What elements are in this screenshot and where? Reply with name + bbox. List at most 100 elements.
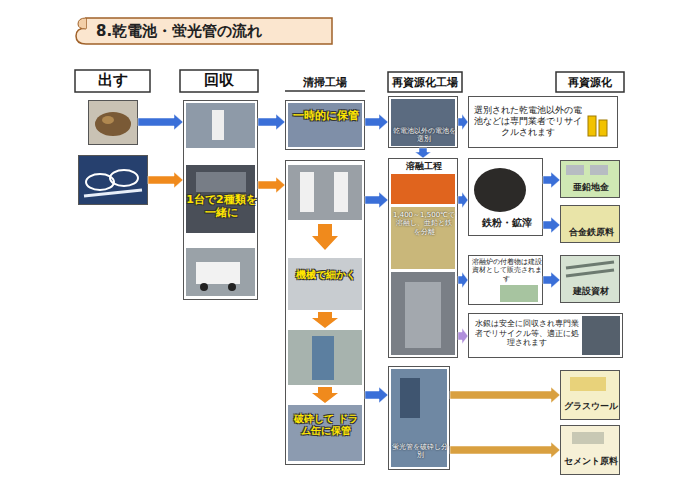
header-underline [285,90,365,92]
product-box: グラスウール [560,370,620,420]
header-box [388,72,462,92]
wheel [228,283,236,291]
photo [391,207,455,269]
flow-arrow [365,387,388,403]
product-box: 建設資材 [560,255,620,303]
photo [391,174,455,204]
flow-arrow [138,114,183,130]
node-text: 蛍光管を破砕し分別 [392,443,448,460]
column-header: 再資源化 [556,75,624,90]
photo [500,285,538,302]
flow-arrow [258,177,285,193]
ingot [590,165,608,175]
node-subtext: 1,400～1,500℃で溶融し、亜鉛と鉄を分離 [393,211,455,236]
photo [288,258,362,310]
header-box [180,70,258,92]
node-text: 溶融炉の付着物は建設資材として販売されます [471,258,542,283]
photo [186,103,255,148]
wheel [200,283,208,291]
node-text: 合金鉄原料 [562,227,620,238]
note-box: 水銀は安全に回収され専門業者でリサイクル等、適正に処理されます [468,313,623,358]
flow-arrow [365,192,388,208]
battery-pile [102,116,114,124]
diagram-title: 8.乾電池・蛍光管の流れ [96,22,262,41]
flow-arrow [458,272,468,288]
photo-box [88,100,138,145]
machine [400,378,420,418]
node-text: 建設資材 [562,286,620,297]
node-text: セメント原料 [562,456,620,467]
node-text: グラスウール [562,401,620,412]
node-text: 水銀は安全に回収され専門業者でリサイクル等、適正に処理されます [473,319,581,348]
box-fill [560,370,620,420]
box-fill [388,366,450,470]
rebar [566,262,614,268]
node-text: 機械で細かく [288,269,364,281]
node-text: 選別された乾電池以外の電池などは専門業者でリサイクルされます [473,105,583,137]
box-fill [560,255,620,303]
truck [196,262,240,284]
node-text: 1台で2種類を一緒に [186,193,257,219]
melting-box: 溶融工程1,400～1,500℃で溶融し、亜鉛と鉄を分離 [388,158,458,358]
worker [334,172,348,212]
product-box: 鉄粉・鉱滓 [468,158,543,236]
node-subtext: 破砕して ドラム缶に保管 [290,413,362,437]
photo [391,369,447,467]
tube-ring [110,170,138,186]
crushing-box: 機械で細かく破砕して ドラム缶に保管 [285,160,365,465]
truck-bed [196,172,246,192]
flow-arrow [365,114,388,130]
rebar [566,270,614,276]
flow-arrow [543,272,560,288]
header-box [75,70,150,92]
photo [582,316,620,355]
flow-arrow [543,172,560,188]
note-box: 選別された乾電池以外の電池などは専門業者でリサイクルされます [468,96,618,148]
product-box: 合金鉄原料 [560,205,620,243]
node-text: 亜鉛地金 [562,182,620,193]
photo-box [78,155,148,205]
step-arrow [312,387,338,403]
header-box [556,72,624,92]
ingot [566,165,584,175]
node-text: 乾電池以外の電池を選別 [392,127,456,144]
flow-arrow [458,192,468,208]
cement [572,432,604,444]
furnace [405,282,441,348]
collection-box: 1台で2種類を一緒に [183,100,258,300]
column-header: 出す [75,71,150,90]
column-header: 回収 [180,71,258,90]
step-arrow [312,312,338,328]
flow-arrow [450,387,560,403]
machine [312,336,334,380]
photo [88,100,138,145]
product-box: セメント原料 [560,425,620,475]
box-fill [468,96,618,148]
flow-arrow [458,114,468,130]
photo [391,272,455,355]
box-fill [468,255,543,305]
storage-box: 一時的に保管 [285,100,365,150]
box-fill [388,158,458,358]
crushing-box: 蛍光管を破砕し分別 [388,366,450,470]
title-scroll [76,18,332,44]
flow-arrow [415,148,431,158]
step-arrow [312,224,338,250]
photo [288,330,362,385]
photo [288,165,362,220]
node-text: 一時的に保管 [288,109,364,122]
photo [78,155,148,205]
box-fill [560,205,620,243]
photo [391,99,455,146]
battery-icon [588,116,596,136]
flow-arrow [543,217,560,233]
worker [300,172,314,212]
photo [186,248,255,296]
flow-arrow [148,172,183,188]
battery-icon [599,120,607,136]
scroll-curl [78,18,86,29]
box-fill [560,160,620,198]
column-header: 清掃工場 [285,75,365,90]
flow-arrow [258,114,285,130]
